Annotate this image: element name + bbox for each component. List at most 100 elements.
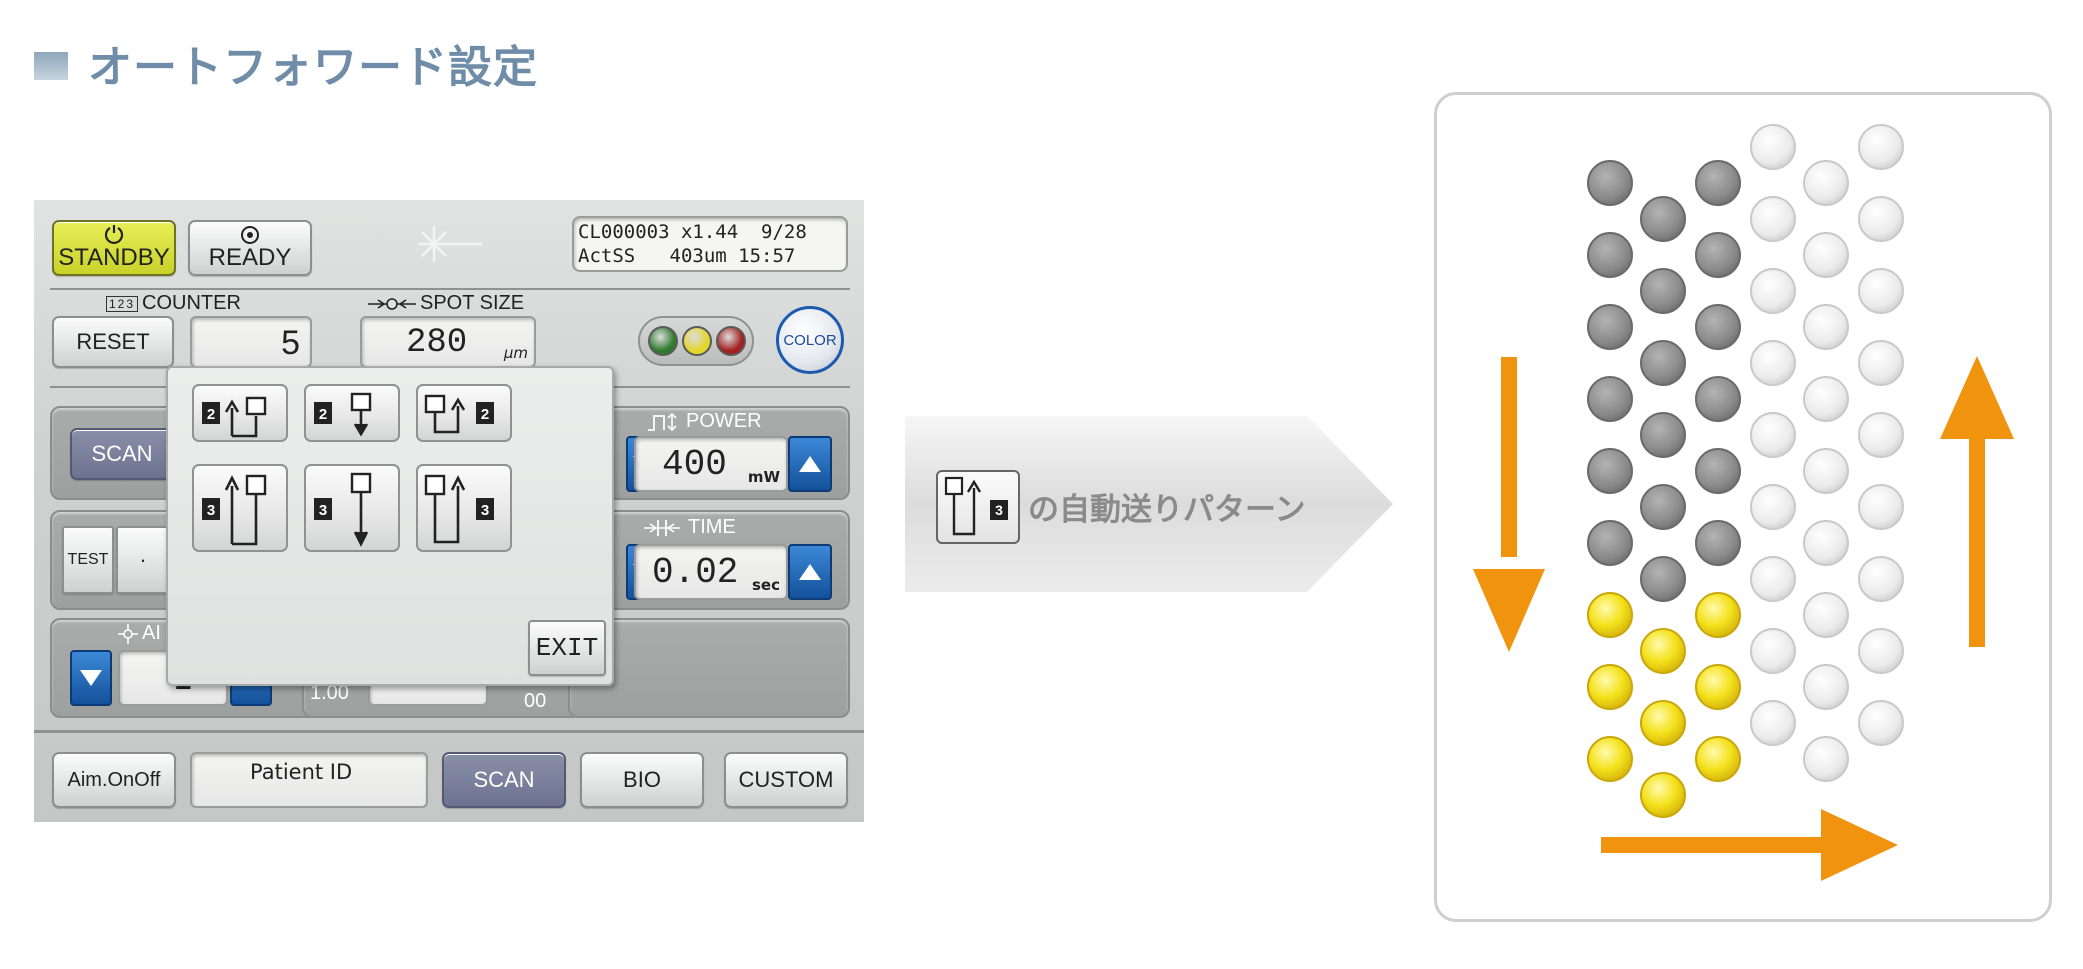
spot-pending [1858, 412, 1904, 458]
power-unit: mW [747, 468, 780, 486]
reset-button[interactable]: RESET [52, 316, 174, 368]
spot-done [1587, 160, 1633, 206]
pattern-serpentine-up-icon: 2 [202, 396, 267, 438]
power-up-button[interactable] [788, 436, 832, 492]
spot-done [1640, 556, 1686, 602]
arrow-right-head [1821, 809, 1898, 881]
arrow-banner [905, 416, 1393, 592]
spot-pending [1750, 628, 1796, 674]
pattern-parallel-up-icon: 2 [424, 394, 494, 434]
counter-label-group: 123 COUNTER [106, 292, 241, 315]
time-display: 0.02 sec [634, 544, 788, 600]
pattern-popup: 2 2 2 3 3 [166, 366, 614, 686]
spot-active [1587, 664, 1633, 710]
scan-tab-button[interactable]: SCAN [442, 752, 566, 808]
led-green [648, 326, 678, 356]
bio-label: BIO [623, 767, 661, 792]
time-up-button[interactable] [788, 544, 832, 600]
spot-done [1695, 304, 1741, 350]
test-label: TEST [67, 551, 109, 568]
arrow-down-shaft [1501, 357, 1517, 557]
standby-button[interactable]: STANDBY [52, 220, 176, 276]
spot-done [1587, 304, 1633, 350]
aim-icon [118, 623, 138, 644]
test-button[interactable]: TEST [62, 526, 114, 594]
bio-button[interactable]: BIO [580, 752, 704, 808]
pattern-2-serpentine-up-button[interactable]: 2 [192, 384, 288, 442]
aim-label: AI [142, 622, 161, 644]
led-red [716, 326, 746, 356]
pattern-2-parallel-up-button[interactable]: 2 [416, 384, 512, 442]
spot-done [1695, 448, 1741, 494]
title-marker-icon [34, 52, 68, 80]
time-label-group: TIME [642, 516, 736, 539]
exit-button[interactable]: EXIT [528, 620, 606, 676]
pattern-3-serpentine-up-button[interactable]: 3 [192, 464, 288, 552]
target-icon [241, 226, 259, 244]
pattern-badge: 3 [481, 502, 489, 519]
power-value: 400 [662, 444, 727, 485]
pattern-down-icon: 3 [314, 472, 372, 547]
spot-done [1640, 484, 1686, 530]
spot-pending [1803, 592, 1849, 638]
aim-onoff-label: Aim.OnOff [67, 768, 161, 791]
scan-mode-button[interactable]: SCAN [70, 428, 174, 480]
spot-pending [1803, 232, 1849, 278]
pattern-3-parallel-up-button[interactable]: 3 [416, 464, 512, 552]
pattern-badge: 3 [207, 502, 215, 519]
power-label: POWER [686, 410, 762, 432]
pattern-2-down-button[interactable]: 2 [304, 384, 400, 442]
spot-pending [1750, 268, 1796, 314]
spot-active [1587, 736, 1633, 782]
spot-done [1640, 196, 1686, 242]
spot-pending [1858, 484, 1904, 530]
time-label: TIME [688, 516, 736, 538]
spot-pending [1803, 664, 1849, 710]
pattern-3-down-button[interactable]: 3 [304, 464, 400, 552]
aim-onoff-button[interactable]: Aim.OnOff [52, 752, 176, 808]
spot-done [1587, 520, 1633, 566]
arrow-up-shaft [1969, 429, 1985, 647]
spot-active [1695, 592, 1741, 638]
ready-button[interactable]: READY [188, 220, 312, 276]
spot-done [1640, 268, 1686, 314]
ready-label: READY [208, 244, 292, 271]
spot-pending [1858, 700, 1904, 746]
spot-pending [1858, 340, 1904, 386]
spot-size-unit: μm [503, 344, 528, 362]
color-button[interactable]: COLOR [776, 306, 844, 374]
aim-label-group: AI [118, 622, 161, 645]
laser-icon [418, 226, 482, 262]
test-option-dot: · [139, 547, 147, 572]
spot-pending [1803, 376, 1849, 422]
counter-icon: 123 [106, 295, 139, 312]
spot-pending [1803, 448, 1849, 494]
arrow-up-head [1940, 356, 2014, 439]
spot-pending [1750, 484, 1796, 530]
spot-pending [1803, 160, 1849, 206]
banner-pattern-icon: 3 [936, 470, 1020, 544]
pattern-badge: 2 [319, 406, 327, 423]
aim-down-button[interactable] [70, 650, 112, 706]
spot-active [1640, 628, 1686, 674]
patient-id-field[interactable]: Patient ID [190, 752, 428, 808]
time-icon [644, 519, 680, 536]
scan-tab-label: SCAN [473, 767, 535, 792]
spot-pending [1858, 556, 1904, 602]
spot-pending [1750, 412, 1796, 458]
banner-badge: 3 [995, 502, 1003, 518]
spot-pending [1750, 700, 1796, 746]
pattern-badge: 2 [207, 406, 215, 423]
spot-pending [1750, 124, 1796, 170]
custom-label: CUSTOM [738, 767, 834, 792]
spot-done [1695, 160, 1741, 206]
test-option-button[interactable]: · [116, 526, 170, 594]
custom-button[interactable]: CUSTOM [724, 752, 848, 808]
standby-label: STANDBY [58, 244, 170, 271]
power-label-group: POWER [646, 410, 762, 433]
ratio-value: 1.00 [310, 682, 349, 704]
scan-mode-label: SCAN [91, 441, 153, 466]
spot-pending [1858, 268, 1904, 314]
divider [34, 730, 864, 733]
spot-size-display: 280 μm [360, 316, 536, 368]
